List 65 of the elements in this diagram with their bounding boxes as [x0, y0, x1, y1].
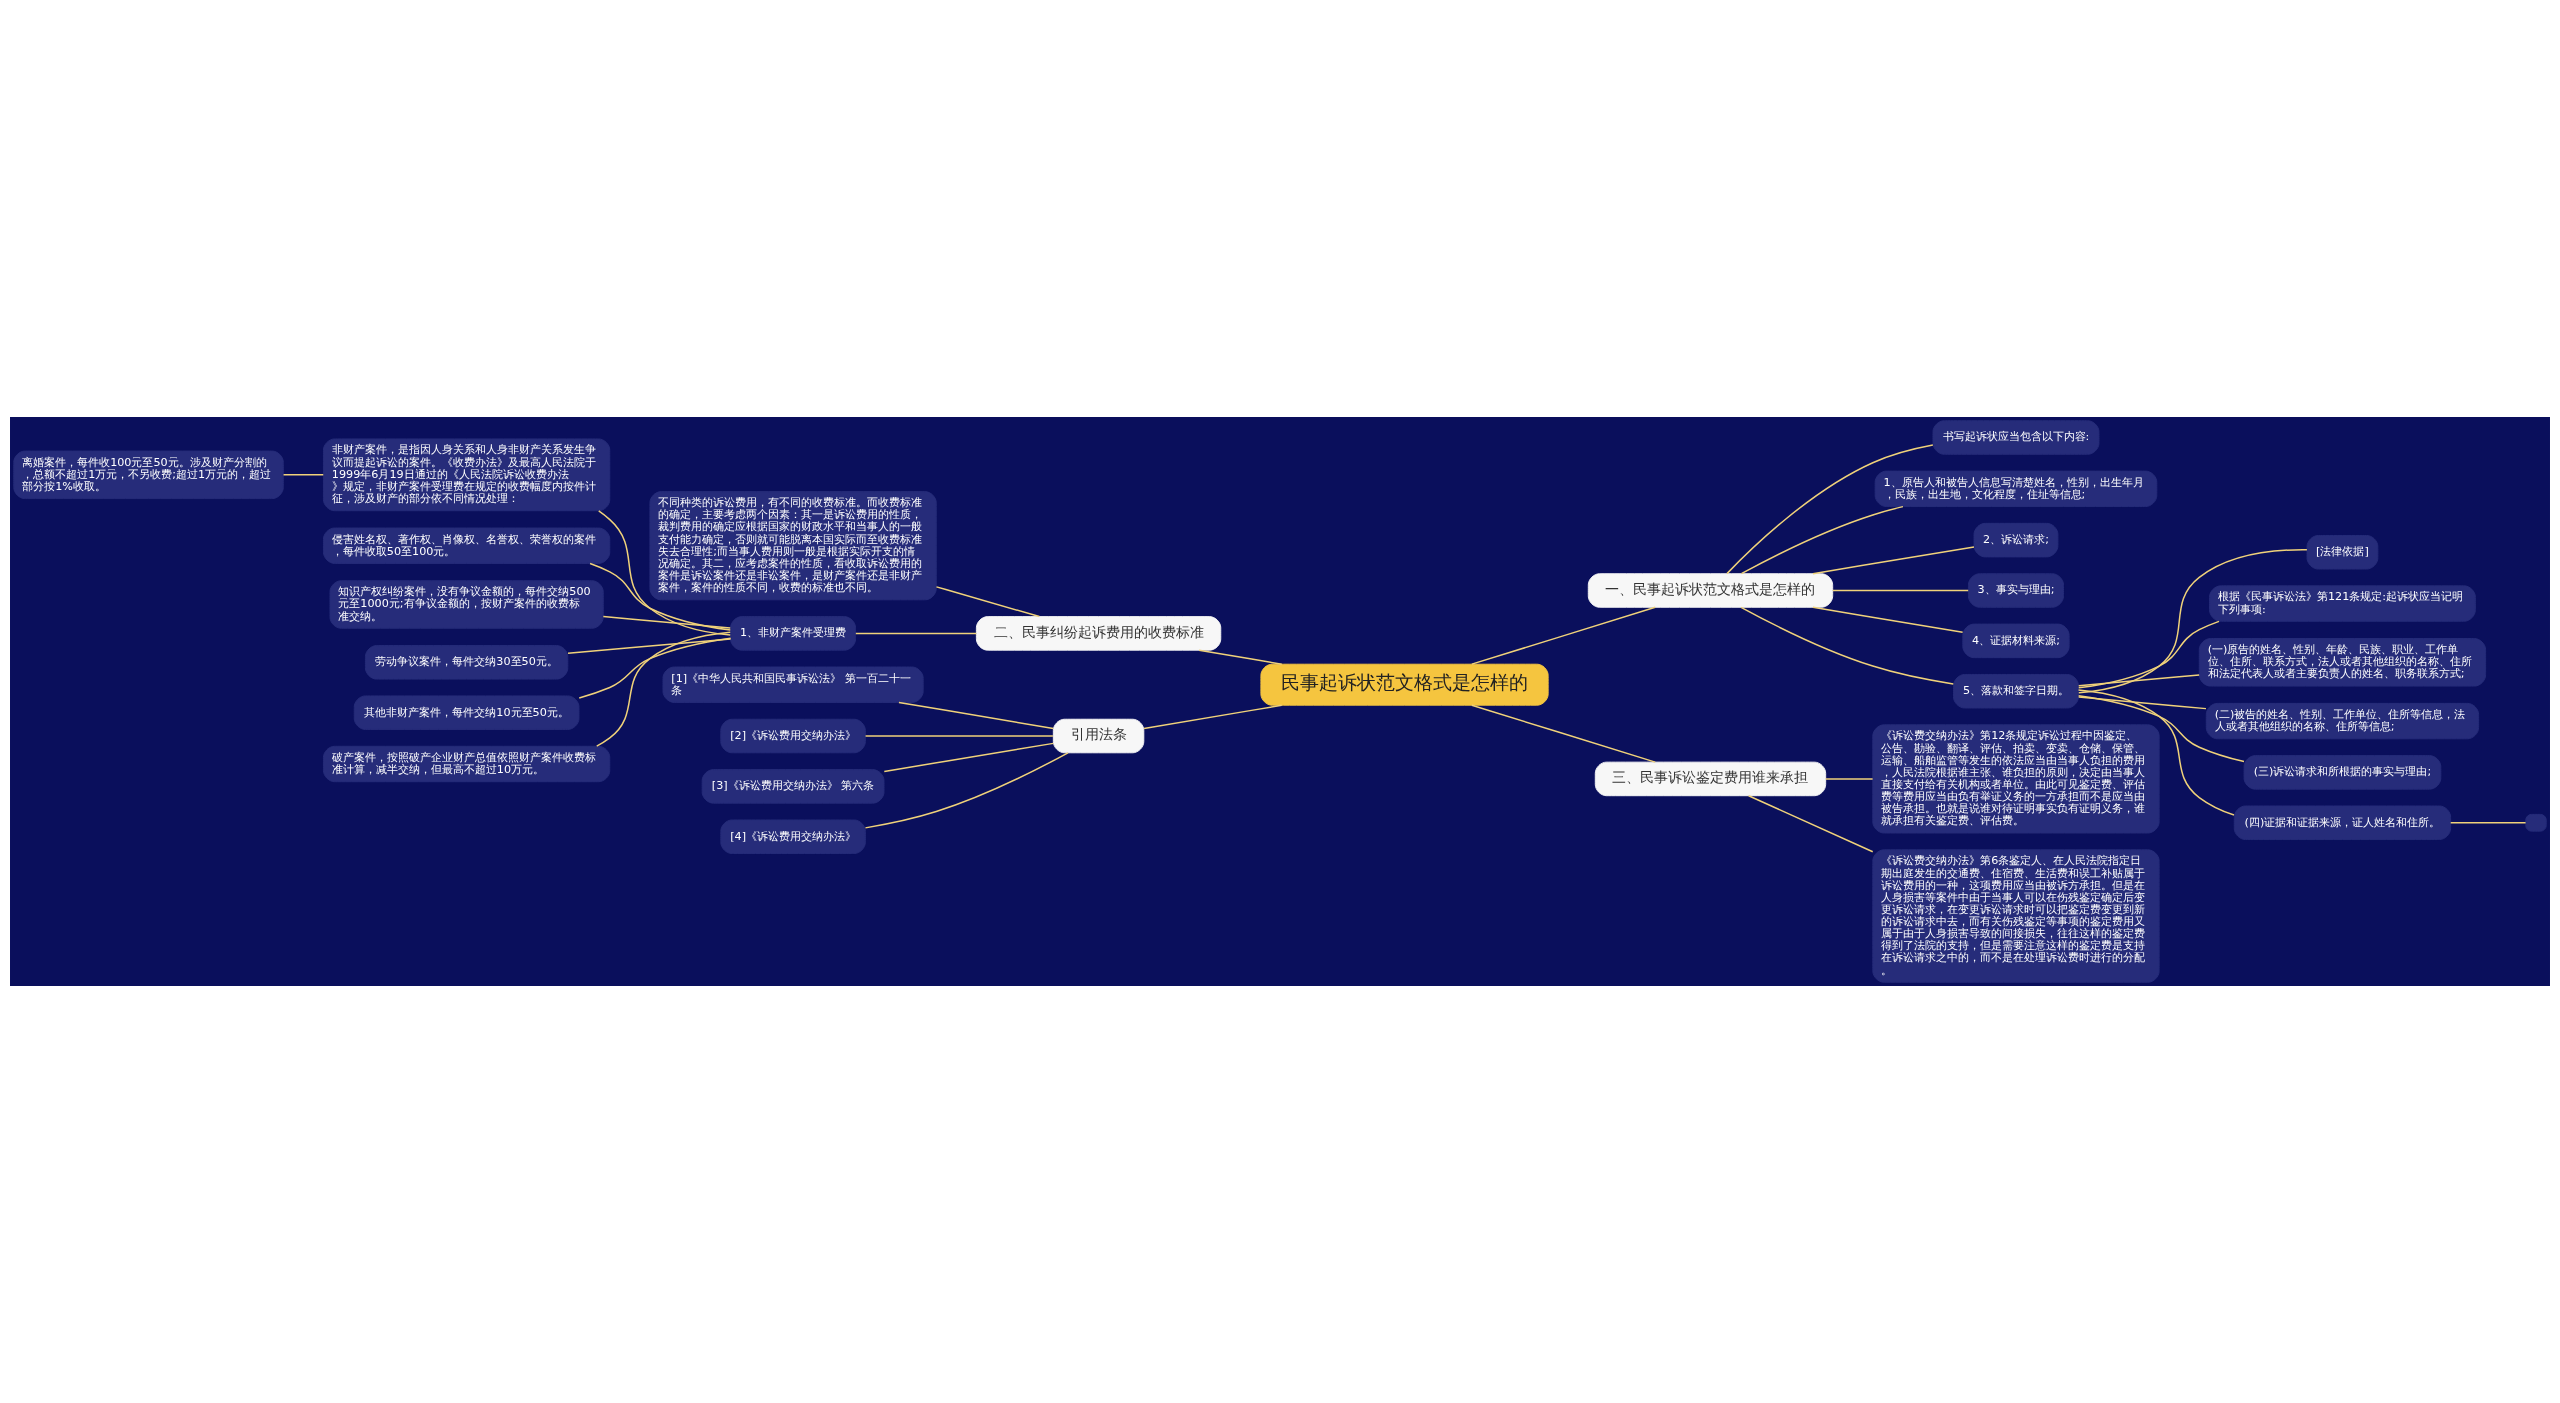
node-box: 1、非财产案件受理费: [730, 616, 857, 651]
node-box: 侵害姓名权、著作权、肖像权、名誉权、荣誉权的案件，每件收取50至100元。: [322, 527, 611, 564]
connector: [1747, 795, 1874, 853]
connector: [1831, 589, 1969, 592]
connector: [596, 631, 731, 747]
connector: [1471, 606, 1656, 665]
node-box: 民事起诉状范文格式是怎样的: [1260, 663, 1549, 706]
connector: [855, 632, 978, 635]
node-box: [4]《诉讼费用交纳办法》: [720, 819, 866, 854]
node-box: 离婚案件，每件收100元至50元。涉及财产分割的，总额不超过1万元，不另收费;超过1万元的，超过部分按1%收取。: [13, 450, 284, 500]
connector: [1143, 704, 1283, 730]
connector: [1812, 546, 1975, 575]
connector: [598, 510, 731, 636]
connector: [2078, 549, 2308, 694]
node-box: 二、民事纠纷起诉费用的收费标准: [975, 616, 1222, 651]
node-box: 1、原告人和被告人信息写清楚姓名，性别，出生年月，民族，出生地，文化程度，住址等信息;: [1874, 470, 2158, 507]
node-box: 非财产案件，是指因人身关系和人身非财产关系发生争议而提起诉讼的案件。《收费办法》及最高人民法院于1999年6月19日通过的《人民法院诉讼收费办法》规定，非财产案件受理费在规定的收费幅度内按件计征，涉及财产的部分依不同情况处理：: [322, 438, 611, 512]
connector: [282, 474, 324, 476]
connector: [589, 562, 732, 631]
connector: [2078, 674, 2200, 687]
node-box: 根据《民事诉讼法》第121条规定:起诉状应当记明下列事项:: [2209, 585, 2476, 622]
connector: [1825, 778, 1874, 780]
connector: [864, 735, 1054, 737]
node-box: 5、落款和签字日期。: [1953, 674, 2079, 709]
node-box: (四)证据和证据来源，证人姓名和住所。: [2233, 805, 2452, 840]
connector: [1726, 444, 1934, 575]
connector: [2077, 694, 2245, 763]
node-box: (二)被告的姓名、性别、工作单位、住所等信息，法人或者其他组织的名称、住所等信息;: [2205, 702, 2480, 740]
node-box: [2525, 813, 2547, 832]
node-box: 知识产权纠纷案件，没有争议金额的，每件交纳500元至1000元;有争议金额的，按财产案件的收费标准交纳。: [329, 580, 604, 629]
connector: [935, 586, 1041, 618]
node-box: 三、民事诉讼鉴定费用谁来承担: [1594, 761, 1827, 797]
node-box: 其他非财产案件，每件交纳10元至50元。: [353, 695, 580, 730]
node-box: [3]《诉讼费用交纳办法》 第六条: [701, 769, 885, 804]
node-box: 破产案件，按照破产企业财产总值依照财产案件收费标准计算，减半交纳，但最高不超过10万元。: [322, 745, 611, 783]
connector: [1812, 606, 1964, 633]
connector: [2078, 696, 2207, 710]
node-box: [2]《诉讼费用交纳办法》: [720, 718, 866, 754]
connector: [1198, 649, 1283, 665]
node-box: 引用法条: [1052, 718, 1145, 754]
connector: [2078, 620, 2220, 689]
connector: [2449, 822, 2527, 824]
connector: [578, 637, 732, 699]
connector: [1740, 606, 1954, 685]
node-box: 书写起诉状应当包含以下内容:: [1932, 420, 2100, 455]
connector: [602, 615, 731, 629]
node-box: [1]《中华人民共和国民事诉讼法》 第一百二十一条: [662, 666, 924, 703]
connector: [1471, 704, 1656, 763]
node-box: (三)诉讼请求和所根据的事实与理由;: [2243, 755, 2442, 790]
node-box: 不同种类的诉讼费用，有不同的收费标准。而收费标准的确定，主要考虑两个因素：其一是诉讼费用的性质，裁判费用的确定应根据国家的财政水平和当事人的一般支付能力确定，否则就可能脱离本国实际而至收费标准失去合理性;而当事人费用则一般是根据实际开支的情况确定。其二，应考虑案件的性质，看收取诉讼费用的案件是诉讼案件还是非讼案件，是财产案件还是非财产案件，案件的性质不同，收费的标准也不同。: [649, 491, 937, 601]
node-box: (一)原告的姓名、性别、年龄、民族、职业、工作单位、住所、联系方式，法人或者其他组织的名称、住所和法定代表人或者主要负责人的姓名、职务联系方式;: [2198, 638, 2487, 687]
connector: [864, 752, 1069, 829]
connector: [2077, 689, 2235, 816]
connector: [898, 701, 1055, 730]
connector: [883, 742, 1055, 773]
node-box: [法律依据]: [2306, 535, 2379, 570]
node-box: 一、民事起诉状范文格式是怎样的: [1587, 573, 1834, 608]
connector: [567, 638, 732, 655]
node-box: 劳动争议案件，每件交纳30至50元。: [364, 645, 569, 680]
node-box: 《诉讼费交纳办法》第6条鉴定人、在人民法院指定日期出庭发生的交通费、住宿费、生活费和误工补贴属于诉讼费用的一种，这项费用应当由被诉方承担。但是在人身损害等案件中由于当事人可以在伤残鉴定确定后变更诉讼请求，在变更诉讼请求时可以把鉴定费变更到新的诉讼请求中去，而有关伤残鉴定等事项的鉴定费用又属于由于人身损害导致的间接损失，往往这样的鉴定费得到了法院的支持，但是需要注意这样的鉴定费是支持在诉讼请求之中的，而不是在处理诉讼费时进行的分配。: [1872, 849, 2160, 983]
node-box: 4、证据材料来源;: [1962, 623, 2070, 659]
connector: [1740, 505, 1904, 575]
node-box: 《诉讼费交纳办法》第12条规定诉讼过程中因鉴定、公告、勘验、翻译、评估、拍卖、变卖、仓储、保管、运输、船舶监管等发生的依法应当由当事人负担的费用，人民法院根据谁主张、谁负担的原则，决定由当事人直接支付给有关机构或者单位。由此可见鉴定费、评估费等费用应当由负有举证义务的一方承担而不是应当由被告承担。也就是说谁对待证明事实负有证明义务，谁就承担有关鉴定费、评估费。: [1872, 724, 2160, 834]
node-box: 2、诉讼请求;: [1973, 522, 2059, 558]
node-box: 3、事实与理由;: [1967, 573, 2064, 608]
